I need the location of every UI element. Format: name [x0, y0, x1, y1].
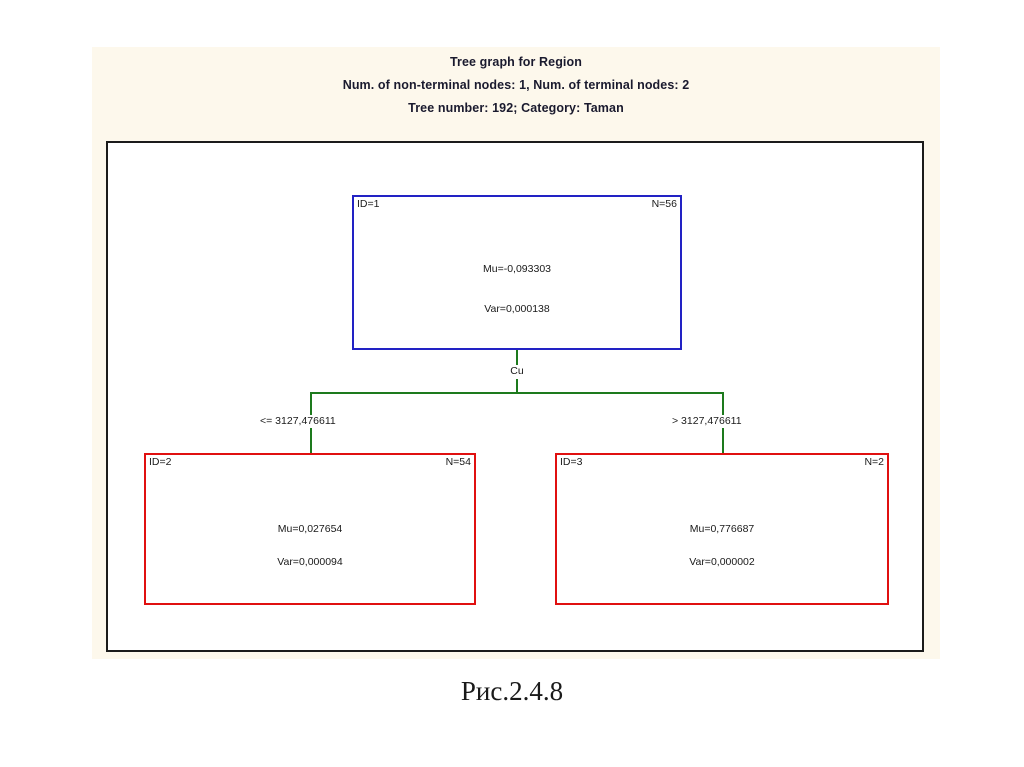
tree-node-terminal-left[interactable]: ID=2 N=54 Mu=0,027654 Var=0,000094: [144, 453, 476, 605]
node-id-label: ID=1: [357, 198, 380, 210]
node-var-label: Var=0,000094: [277, 555, 343, 568]
tree-node-root[interactable]: ID=1 N=56 Mu=-0,093303 Var=0,000138: [352, 195, 682, 350]
node-mu-label: Mu=0,776687: [689, 523, 755, 536]
node-var-label: Var=0,000138: [484, 302, 550, 315]
connector-horizontal-bar: [310, 392, 724, 394]
figure-caption: Рис.2.4.8: [460, 676, 564, 706]
figure-header: Tree graph for Region Num. of non-termin…: [92, 55, 940, 116]
node-mu-label: Mu=0,027654: [277, 523, 343, 536]
connector-root-stem-lower: [516, 379, 518, 393]
node-var-label: Var=0,000002: [689, 555, 755, 568]
node-id-label: ID=2: [149, 456, 172, 468]
node-mu-label: Mu=-0,093303: [482, 263, 551, 276]
tree-number-category: Tree number: 192; Category: Taman: [408, 101, 624, 115]
split-condition-left: <= 3127,476611: [258, 415, 338, 428]
node-id-label: ID=3: [560, 456, 583, 468]
tree-node-terminal-right[interactable]: ID=3 N=2 Mu=0,776687 Var=0,000002: [555, 453, 889, 605]
split-condition-right: > 3127,476611: [670, 415, 744, 428]
graph-title: Tree graph for Region: [450, 55, 582, 69]
node-n-label: N=56: [651, 198, 677, 210]
node-count-summary: Num. of non-terminal nodes: 1, Num. of t…: [342, 78, 690, 92]
connector-root-stem-upper: [516, 350, 518, 373]
split-variable-label: Cu: [468, 365, 566, 377]
tree-plot-frame: ID=1 N=56 Mu=-0,093303 Var=0,000138 Cu <…: [106, 141, 924, 652]
node-n-label: N=54: [445, 456, 471, 468]
node-n-label: N=2: [864, 456, 884, 468]
